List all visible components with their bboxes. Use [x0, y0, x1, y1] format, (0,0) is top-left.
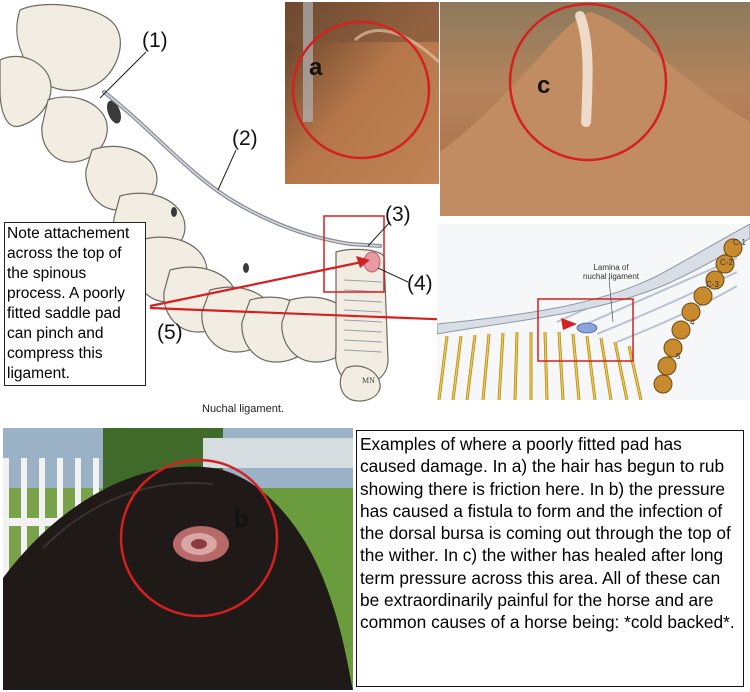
vertebra-label-c1: C-1 — [733, 238, 746, 247]
label-5: (5) — [157, 321, 183, 344]
vertebra-label-c3: C-3 — [706, 280, 719, 289]
vertebra-label-4: 4 — [690, 318, 695, 327]
photo-a — [285, 2, 439, 184]
photo-c — [440, 2, 750, 216]
label-1: (1) — [142, 29, 168, 52]
label-3: (3) — [385, 203, 411, 226]
photo-a-letter: a — [309, 54, 323, 81]
vertebra-label-c2: C-2 — [720, 258, 733, 267]
vertebra-label-5: 5 — [676, 352, 681, 361]
caption-text: Examples of where a poorly fitted pad ha… — [360, 434, 735, 633]
photo-b — [3, 428, 353, 690]
skeleton-detail — [437, 224, 750, 400]
lamina-label-line2: nuchal ligament — [582, 272, 640, 281]
artist-mark: MN — [362, 376, 375, 385]
lamina-label: Lamina of nuchal ligament — [576, 263, 646, 281]
label-4: (4) — [407, 272, 433, 295]
photo-c-letter: c — [537, 72, 551, 99]
note-box: Note attachement across the top of the s… — [4, 222, 146, 386]
photo-b-letter: b — [234, 506, 249, 533]
nuchal-ligament-illustration — [0, 3, 440, 402]
caption-box: Examples of where a poorly fitted pad ha… — [356, 430, 744, 687]
label-2: (2) — [232, 127, 258, 150]
nuchal-caption: Nuchal ligament. — [202, 403, 284, 415]
note-text: Note attachement across the top of the s… — [7, 225, 130, 382]
lamina-label-line1: Lamina of — [593, 263, 629, 272]
